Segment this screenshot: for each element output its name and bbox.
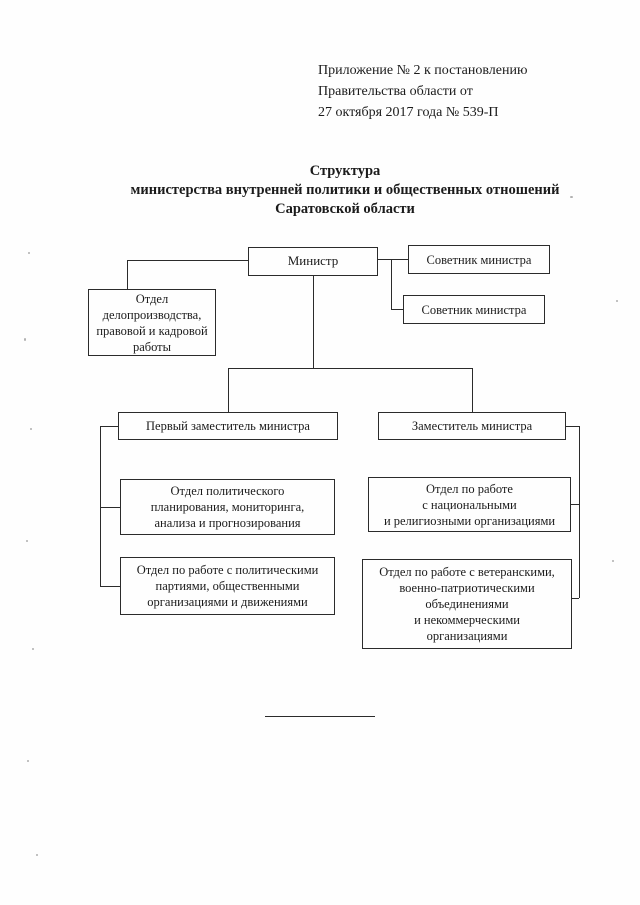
connector-line xyxy=(228,368,472,369)
org-box-deputy: Заместитель министра xyxy=(378,412,566,440)
org-box-first-deputy: Первый заместитель министра xyxy=(118,412,338,440)
title-line-3: Саратовской области xyxy=(275,201,415,217)
org-box-parties-dept: Отдел по работе с политическими партиями… xyxy=(120,557,335,615)
annotation-line-2: Правительства области от xyxy=(318,84,473,99)
org-box-clerical-dept: Отдел делопроизводства, правовой и кадро… xyxy=(88,289,216,356)
scan-speck xyxy=(570,196,573,198)
org-box-advisor-2: Советник министра xyxy=(403,295,545,324)
scan-speck xyxy=(26,540,28,542)
connector-line xyxy=(100,426,101,586)
scan-speck xyxy=(32,648,34,650)
connector-line xyxy=(566,426,579,427)
org-box-minister: Министр xyxy=(248,247,378,276)
org-box-advisor-1: Советник министра xyxy=(408,245,550,274)
scan-speck xyxy=(616,300,618,302)
scan-speck xyxy=(612,560,614,562)
connector-line xyxy=(100,426,118,427)
connector-line xyxy=(100,507,120,508)
connector-line xyxy=(572,598,579,599)
title-line-2: министерства внутренней политики и общес… xyxy=(130,182,560,198)
connector-line xyxy=(579,426,580,598)
connector-line xyxy=(391,259,392,309)
connector-line xyxy=(127,260,128,289)
connector-line xyxy=(391,309,403,310)
connector-line xyxy=(378,259,408,260)
scan-speck xyxy=(36,854,38,856)
scan-speck xyxy=(27,760,29,762)
scan-speck xyxy=(24,338,26,341)
footer-rule xyxy=(265,716,375,717)
scan-speck xyxy=(28,252,30,254)
connector-line xyxy=(127,260,248,261)
connector-line xyxy=(571,504,579,505)
org-box-planning-dept: Отдел политического планирования, монито… xyxy=(120,479,335,535)
annotation-line-3: 27 октября 2017 года № 539-П xyxy=(318,105,499,120)
connector-line xyxy=(313,276,314,368)
annotation-line-1: Приложение № 2 к постановлению xyxy=(318,63,528,78)
scan-speck xyxy=(30,428,32,430)
connector-line xyxy=(472,368,473,412)
connector-line xyxy=(228,368,229,412)
org-box-veterans-dept: Отдел по работе с ветеранскими, военно-п… xyxy=(362,559,572,649)
org-box-national-dept: Отдел по работе с национальными и религи… xyxy=(368,477,571,532)
title-line-1: Структура xyxy=(309,163,381,179)
document-annotation: Приложение № 2 к постановлению Правитель… xyxy=(318,60,588,123)
document-title: Структура министерства внутренней полити… xyxy=(50,162,640,219)
connector-line xyxy=(100,586,120,587)
